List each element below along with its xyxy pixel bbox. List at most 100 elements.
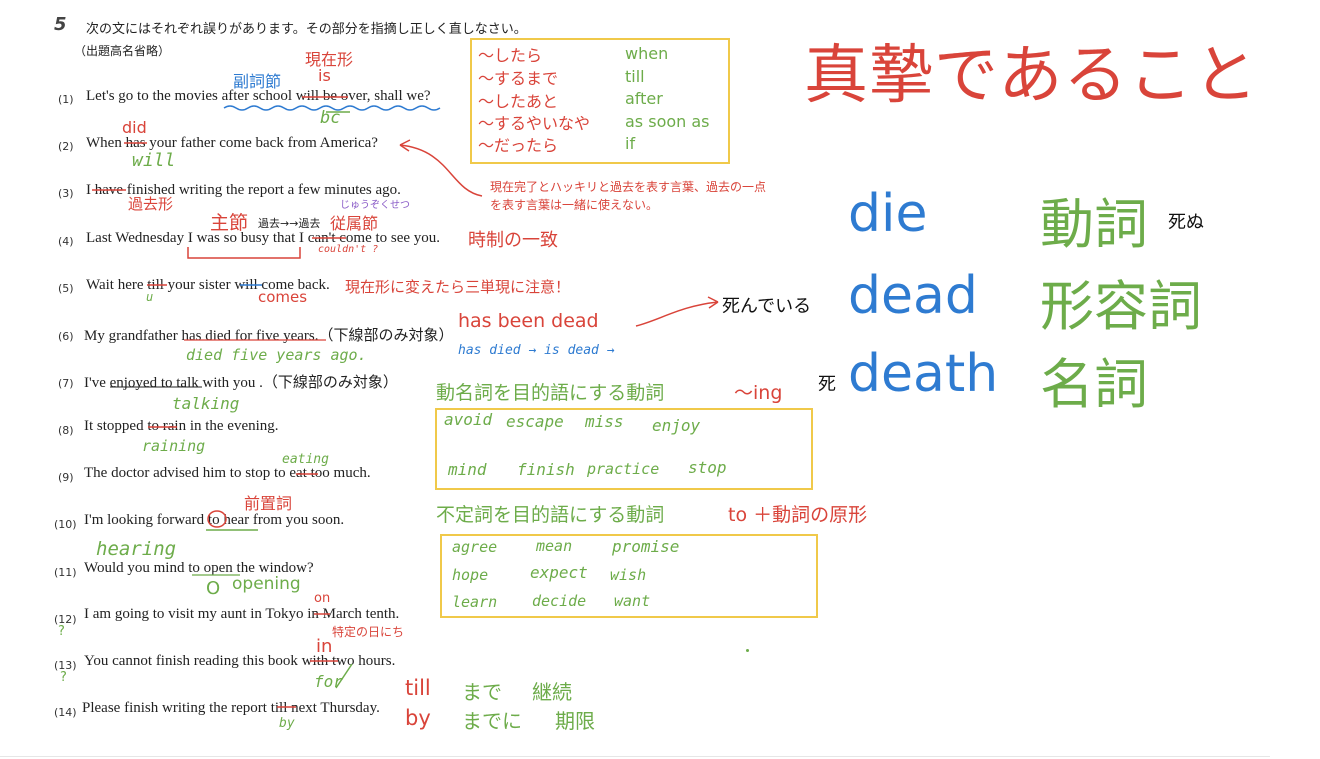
vocab-word: death <box>848 344 999 404</box>
gerund-word: mind <box>448 460 487 479</box>
sentence-number: (10) <box>54 518 77 531</box>
by-word: by <box>405 706 431 730</box>
infinitive-word: mean <box>536 537 573 555</box>
arrow-head <box>399 139 411 152</box>
sentence-number: (1) <box>58 93 74 106</box>
conj-en: till <box>625 67 645 86</box>
note-is: is <box>318 66 331 85</box>
infinitive-title: 不定詞を目的語にする動詞 <box>436 504 665 526</box>
gerund-box <box>435 408 813 490</box>
gerund-suffix: 〜ing <box>734 382 783 404</box>
note-talking: talking <box>172 394 240 413</box>
note-hearing: hearing <box>96 538 177 560</box>
infinitive-word: wish <box>610 566 647 584</box>
note-present-form: 現在形 <box>305 50 354 69</box>
big-title: 真摯であること <box>804 39 1259 113</box>
sentence-text: When has your father come back from Amer… <box>86 135 378 151</box>
instruction-text: 次の文にはそれぞれ誤りがあります。その部分を指摘し正しく直しなさい。 <box>86 22 527 37</box>
note-bc: bc <box>320 108 341 128</box>
conj-en: as soon as <box>625 112 710 131</box>
note-furigana: じゅうぞくせつ <box>340 200 410 211</box>
sentence-number: (5) <box>58 282 74 295</box>
sentence-number: (4) <box>58 235 74 248</box>
sentence-text: Would you mind to open the window? <box>84 560 314 576</box>
sentence-text: I'm looking forward to hear from you soo… <box>84 512 345 528</box>
vocab-word: dead <box>848 266 978 326</box>
sentence-text: Please finish writing the report till ne… <box>82 700 380 716</box>
page-bottom-line <box>0 756 1270 757</box>
vocab-jp-left: 死んでいる <box>722 296 812 317</box>
sentence-text: The doctor advised him to stop to eat to… <box>84 465 371 481</box>
infinitive-box <box>440 534 818 618</box>
note-present-perfect-line2: を表す言葉は一緒に使えない。 <box>490 198 659 212</box>
note-o: O <box>206 578 221 599</box>
conj-en: if <box>625 134 636 153</box>
note-adverb-clause: 副詞節 <box>233 72 282 91</box>
sentence-number: (13) <box>54 659 77 672</box>
till-made: まで <box>462 680 502 704</box>
conj-jp: 〜だったら <box>478 136 559 155</box>
note-third-person: 現在形に変えたら三単現に注意！ <box>345 278 571 296</box>
note-couldnt: couldn't ? <box>318 244 379 255</box>
note-comes: comes <box>258 288 308 306</box>
gerund-word: stop <box>688 458 727 477</box>
gerund-word: finish <box>517 460 575 479</box>
conj-jp: 〜するやいなや <box>478 114 591 133</box>
infinitive-word: agree <box>452 538 498 556</box>
infinitive-word: learn <box>452 593 498 611</box>
infinitive-word: hope <box>452 566 489 584</box>
sentence-number: (9) <box>58 471 74 484</box>
arrow-head <box>707 296 719 309</box>
note-did: did <box>122 118 147 137</box>
problem-number: 5 <box>54 14 67 35</box>
sentence-text: It stopped to rain in the evening. <box>84 418 279 434</box>
till-meaning: 継続 <box>532 680 572 704</box>
clause-bracket <box>187 247 301 259</box>
sentence-text: Wait here till your sister will come bac… <box>86 277 330 293</box>
note-will: will <box>132 150 176 171</box>
infinitive-word: promise <box>612 537 680 556</box>
note-main-clause: 主節 <box>210 212 249 234</box>
note-for: for <box>314 672 343 691</box>
source-note: （出題高名省略） <box>74 44 171 58</box>
note-past-form: 過去形 <box>128 195 174 213</box>
conj-jp: 〜したら <box>478 46 543 65</box>
gerund-word: enjoy <box>652 416 701 435</box>
note-sub-clause: 従属節 <box>330 214 379 233</box>
by-meaning: 期限 <box>555 709 595 733</box>
infinitive-suffix: to ＋動詞の原形 <box>728 504 868 526</box>
gerund-word: practice <box>587 460 660 478</box>
sentence-number: (14) <box>54 706 77 719</box>
gerund-word: escape <box>506 412 564 431</box>
by-made: までに <box>462 709 522 733</box>
sentence-text: I've enjoyed to talk with you .（下線部のみ対象） <box>84 375 398 391</box>
note-has-died-is-dead: has died → is dead → <box>458 343 615 358</box>
sentence-number: (6) <box>58 330 74 343</box>
infinitive-word: expect <box>530 563 588 582</box>
sentence-text: You cannot finish reading this book with… <box>84 653 396 669</box>
sentence-number: (11) <box>54 566 77 579</box>
conj-en: after <box>625 89 663 108</box>
note-eating: eating <box>282 452 329 467</box>
conj-jp: 〜したあと <box>478 92 559 111</box>
conjunction-box <box>470 38 730 164</box>
vocab-jp-left: 死 <box>818 374 836 395</box>
note-died-five-years-ago: died five years ago. <box>186 346 367 364</box>
vocab-pos: 名詞 <box>1040 353 1148 416</box>
till-word: till <box>405 676 431 700</box>
vocab-pos: 動詞 <box>1040 193 1148 256</box>
note-has-been-dead: has been dead <box>458 310 599 332</box>
sentence-number: (2) <box>58 140 74 153</box>
sentence-number: (8) <box>58 424 74 437</box>
gerund-word: avoid <box>444 410 493 429</box>
sentence-text: Last Wednesday I was so busy that I can'… <box>86 230 441 246</box>
note-in: in <box>316 636 333 657</box>
gerund-title: 動名詞を目的語にする動詞 <box>436 382 665 404</box>
sentence-text: My grandfather has died for five years.（… <box>84 328 454 344</box>
vocab-word: die <box>848 184 928 244</box>
note-opening: opening <box>232 574 301 594</box>
note-preposition: 前置詞 <box>244 494 293 513</box>
vocab-gloss: 死ぬ <box>1168 212 1204 233</box>
sentence-number: (12) <box>54 613 77 626</box>
sentence-text: I am going to visit my aunt in Tokyo in … <box>84 606 400 622</box>
